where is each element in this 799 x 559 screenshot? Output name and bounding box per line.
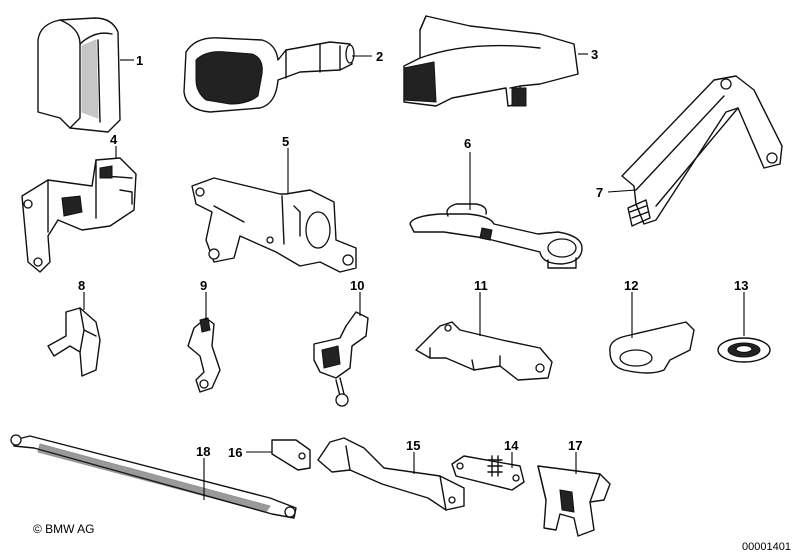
part-label-13: 13: [734, 278, 748, 293]
part-4-bracket: [21, 157, 137, 273]
part-18-ground-strap: [10, 434, 297, 519]
part-11-flat-bracket: [415, 321, 553, 381]
copyright-notice: © BMW AG: [33, 522, 95, 536]
part-label-6: 6: [464, 136, 471, 151]
part-8-small-clip: [47, 307, 101, 377]
part-label-18: 18: [196, 444, 210, 459]
part-13-grommet-ring: [717, 337, 771, 363]
part-label-4: 4: [110, 132, 118, 147]
part-label-17: 17: [568, 438, 582, 453]
part-14-bolt-plate: [451, 455, 525, 491]
part-label-1: 1: [136, 53, 143, 68]
part-label-10: 10: [350, 278, 364, 293]
part-label-15: 15: [406, 438, 420, 453]
part-2-grommet: [183, 37, 355, 113]
part-1-cover-cap: [37, 17, 121, 133]
part-label-9: 9: [200, 278, 207, 293]
part-label-14: 14: [504, 438, 519, 453]
part-12-ring-terminal: [609, 321, 695, 374]
part-10-cable-clip: [313, 311, 369, 407]
part-label-3: 3: [591, 47, 598, 62]
part-7-support-arm: [621, 75, 783, 227]
part-6-clip: [409, 203, 583, 269]
part-label-11: 11: [474, 278, 488, 293]
part-17-clip-holder: [537, 465, 611, 537]
part-15-bent-bracket: [317, 437, 465, 511]
part-16-tab-terminal: [271, 439, 311, 471]
part-label-12: 12: [624, 278, 638, 293]
document-number: 00001401: [742, 541, 791, 553]
part-3-boot-housing: [403, 15, 579, 107]
part-label-2: 2: [376, 49, 383, 64]
part-9-hook-clip: [187, 317, 221, 393]
part-5-mounting-plate: [191, 177, 357, 273]
part-label-5: 5: [282, 134, 289, 149]
part-label-7: 7: [596, 185, 603, 200]
part-label-16: 16: [228, 445, 242, 460]
part-label-8: 8: [78, 278, 85, 293]
